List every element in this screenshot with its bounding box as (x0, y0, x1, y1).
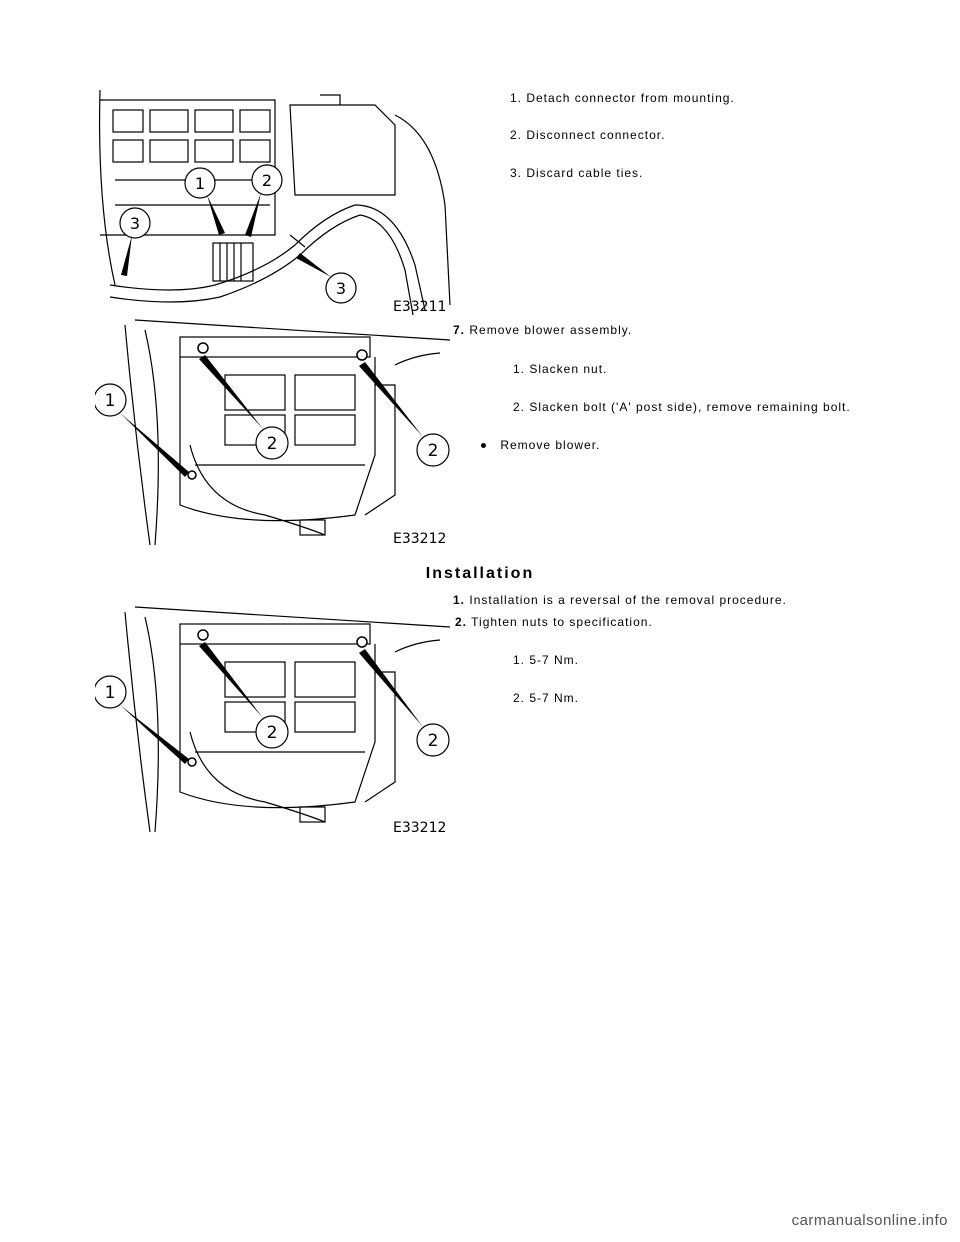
step-7-number: 7. (453, 323, 466, 337)
step-7-bullet-text: Remove blower. (500, 438, 601, 452)
figure-e33212-removal: 1 2 2 E33212 (95, 315, 455, 550)
figure-e33212-installation: 1 2 2 E33212 (95, 602, 455, 837)
installation-step-1-text: Installation is a reversal of the remova… (469, 593, 787, 607)
watermark: carmanualsonline.info (791, 1212, 948, 1229)
blower-installation-diagram: 1 2 2 E33212 (95, 606, 451, 836)
figure3-callout-2a: 2 (267, 723, 278, 743)
connector-diagram: 1 2 3 3 E33211 (98, 89, 451, 316)
installation-step-1: 1. Installation is a reversal of the rem… (453, 593, 787, 607)
figure2-callout-1: 1 (105, 391, 116, 411)
figure1-callout-1: 1 (195, 174, 205, 193)
figure1-callout-3b: 3 (336, 279, 346, 298)
installation-heading: Installation (425, 565, 535, 582)
figure1-step-1: 1. Detach connector from mounting. (510, 91, 735, 105)
step-7: 7. Remove blower assembly. (453, 323, 632, 337)
installation-step-2-number: 2. (455, 615, 468, 629)
figure1-step-2: 2. Disconnect connector. (510, 128, 666, 142)
figure3-callout-2b: 2 (428, 731, 439, 751)
figure2-callout-2b: 2 (428, 441, 439, 461)
bullet-icon (481, 443, 486, 449)
figure1-code: E33211 (393, 299, 446, 315)
step-7-substep-1: 1. Slacken nut. (513, 362, 608, 376)
figure3-callout-1: 1 (105, 683, 116, 703)
installation-step-1-number: 1. (453, 593, 466, 607)
figure1-step-3: 3. Discard cable ties. (510, 166, 644, 180)
installation-substep-2: 2. 5-7 Nm. (513, 691, 580, 705)
figure3-code: E33212 (393, 820, 446, 836)
step-7-bullet: Remove blower. (481, 438, 600, 452)
blower-diagram: 1 2 2 E33212 (95, 319, 451, 547)
figure1-callout-3a: 3 (130, 214, 140, 233)
installation-substep-1: 1. 5-7 Nm. (513, 653, 580, 667)
installation-step-2-text: Tighten nuts to specification. (471, 615, 653, 629)
installation-step-2: 2. Tighten nuts to specification. (455, 615, 653, 629)
figure1-callout-2: 2 (262, 171, 272, 190)
step-7-text: Remove blower assembly. (469, 323, 633, 337)
figure2-callout-2a: 2 (267, 434, 278, 454)
step-7-substep-2: 2. Slacken bolt ('A' post side), remove … (513, 400, 851, 414)
figure2-code: E33212 (393, 531, 446, 547)
figure-e33211: 1 2 3 3 E33211 (95, 85, 455, 320)
